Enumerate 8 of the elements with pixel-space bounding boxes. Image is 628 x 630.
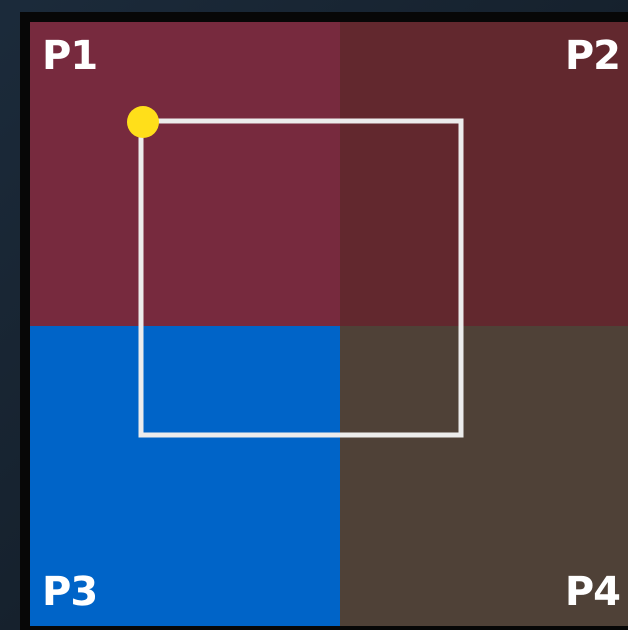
- quadrant-region: [340, 22, 628, 326]
- quadrant-region: [30, 22, 340, 326]
- quadrant-region: [340, 326, 628, 626]
- quadrant-label: P2: [564, 36, 620, 76]
- quadrant-label: P1: [42, 36, 98, 76]
- quadrant-label: P3: [42, 572, 98, 612]
- quadrant-region: [30, 326, 340, 626]
- quadrant-label: P4: [564, 572, 620, 612]
